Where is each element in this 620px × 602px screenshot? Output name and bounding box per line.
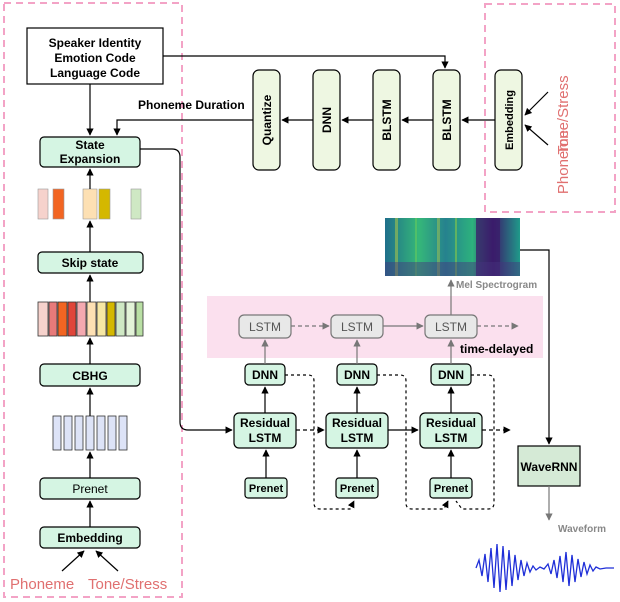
residual-label-2b: LSTM xyxy=(341,431,374,445)
duration-arrows xyxy=(113,55,549,146)
cbhg-label: CBHG xyxy=(72,369,107,383)
encoder-prenet-label: Prenet xyxy=(72,482,108,496)
lstm-box-1: LSTM xyxy=(238,314,292,339)
decoder-dnn-label-3: DNN xyxy=(438,368,464,382)
lstm-box-2: LSTM xyxy=(330,314,384,339)
speaker-info-box: Speaker Identity Emotion Code Language C… xyxy=(26,27,164,85)
residual-label-3b: LSTM xyxy=(435,431,468,445)
expansion-label: Expansion xyxy=(60,152,121,166)
duration-embedding-label: Embedding xyxy=(504,90,516,150)
waveform-label: Waveform xyxy=(558,524,606,535)
decoder-arrows xyxy=(140,148,511,510)
encoder-tone-input-label: Tone/Stress xyxy=(88,576,167,593)
lstm-label-3: LSTM xyxy=(435,320,467,334)
encoder-arrows xyxy=(61,84,119,572)
decoder-dnn-label-2: DNN xyxy=(344,368,370,382)
wavernn-box: WaveRNN xyxy=(517,445,581,487)
decoder-prenet-label-2: Prenet xyxy=(340,483,375,495)
residual-label-2a: Residual xyxy=(332,416,382,430)
decoder-dnn-label-1: DNN xyxy=(252,368,278,382)
blstm-box-2: BLSTM xyxy=(432,69,461,171)
blstm-label-2: BLSTM xyxy=(440,99,454,140)
lstm-label-1: LSTM xyxy=(249,320,281,334)
waveform-image xyxy=(475,543,614,593)
speaker-identity-label: Speaker Identity xyxy=(49,36,142,50)
duration-input-region xyxy=(484,3,616,213)
encoder-embedding-box: Embedding xyxy=(39,526,141,549)
decoder-prenet-box-3: Prenet xyxy=(429,477,473,499)
skip-state-box: Skip state xyxy=(37,251,144,274)
duration-dnn-box: DNN xyxy=(312,69,341,171)
residual-lstm-box-3: Residual LSTM xyxy=(419,412,483,449)
decoder-prenet-box-1: Prenet xyxy=(244,477,288,499)
lstm-box-3: LSTM xyxy=(424,314,478,339)
lstm-label-2: LSTM xyxy=(341,320,373,334)
mel-spectrogram-image xyxy=(385,218,520,276)
spectrogram-to-wavernn-arrow xyxy=(520,249,553,445)
dnn-to-lstm-arrows xyxy=(261,339,455,364)
duration-dnn-label: DNN xyxy=(320,107,334,133)
residual-label-1b: LSTM xyxy=(249,431,282,445)
blstm-box-1: BLSTM xyxy=(372,69,401,171)
phoneme-duration-label: Phoneme Duration xyxy=(138,98,245,112)
duration-tone-input-label: Tone/Stress xyxy=(555,75,572,154)
residual-lstm-box-1: Residual LSTM xyxy=(233,412,297,449)
decoder-prenet-label-1: Prenet xyxy=(249,483,284,495)
decoder-prenet-box-2: Prenet xyxy=(335,477,379,499)
residual-label-1a: Residual xyxy=(240,416,290,430)
encoder-prenet-box: Prenet xyxy=(39,477,141,500)
quantize-label: Quantize xyxy=(260,94,274,145)
state-label: State xyxy=(75,138,105,152)
lstm-arrows xyxy=(291,279,519,330)
duration-phoneme-input-label: Phoneme xyxy=(555,130,572,194)
decoder-dnn-box-3: DNN xyxy=(430,363,472,386)
encoder-embedding-label: Embedding xyxy=(57,531,122,545)
emotion-code-label: Emotion Code xyxy=(54,51,136,65)
encoder-phoneme-input-label: Phoneme xyxy=(10,576,74,593)
cbhg-box: CBHG xyxy=(39,363,141,387)
duration-embedding-box: Embedding xyxy=(494,69,523,171)
blstm-label-1: BLSTM xyxy=(380,99,394,140)
expanded-features-strip xyxy=(37,188,142,220)
skip-state-label: Skip state xyxy=(62,256,119,270)
decoder-prenet-label-3: Prenet xyxy=(434,483,469,495)
prenet-features-strip xyxy=(52,415,128,451)
state-expansion-box: State Expansion xyxy=(39,136,141,168)
wavernn-label: WaveRNN xyxy=(521,460,578,474)
decoder-dnn-box-2: DNN xyxy=(336,363,378,386)
residual-lstm-box-2: Residual LSTM xyxy=(325,412,389,449)
language-code-label: Language Code xyxy=(50,66,140,80)
encoded-features-strip xyxy=(37,301,144,337)
decoder-dnn-box-1: DNN xyxy=(244,363,286,386)
time-delayed-label: time-delayed xyxy=(460,342,533,356)
residual-label-3a: Residual xyxy=(426,416,476,430)
quantize-box: Quantize xyxy=(252,69,281,171)
encoder-region xyxy=(3,2,183,598)
mel-spectrogram-label: Mel Spectrogram xyxy=(456,280,537,291)
